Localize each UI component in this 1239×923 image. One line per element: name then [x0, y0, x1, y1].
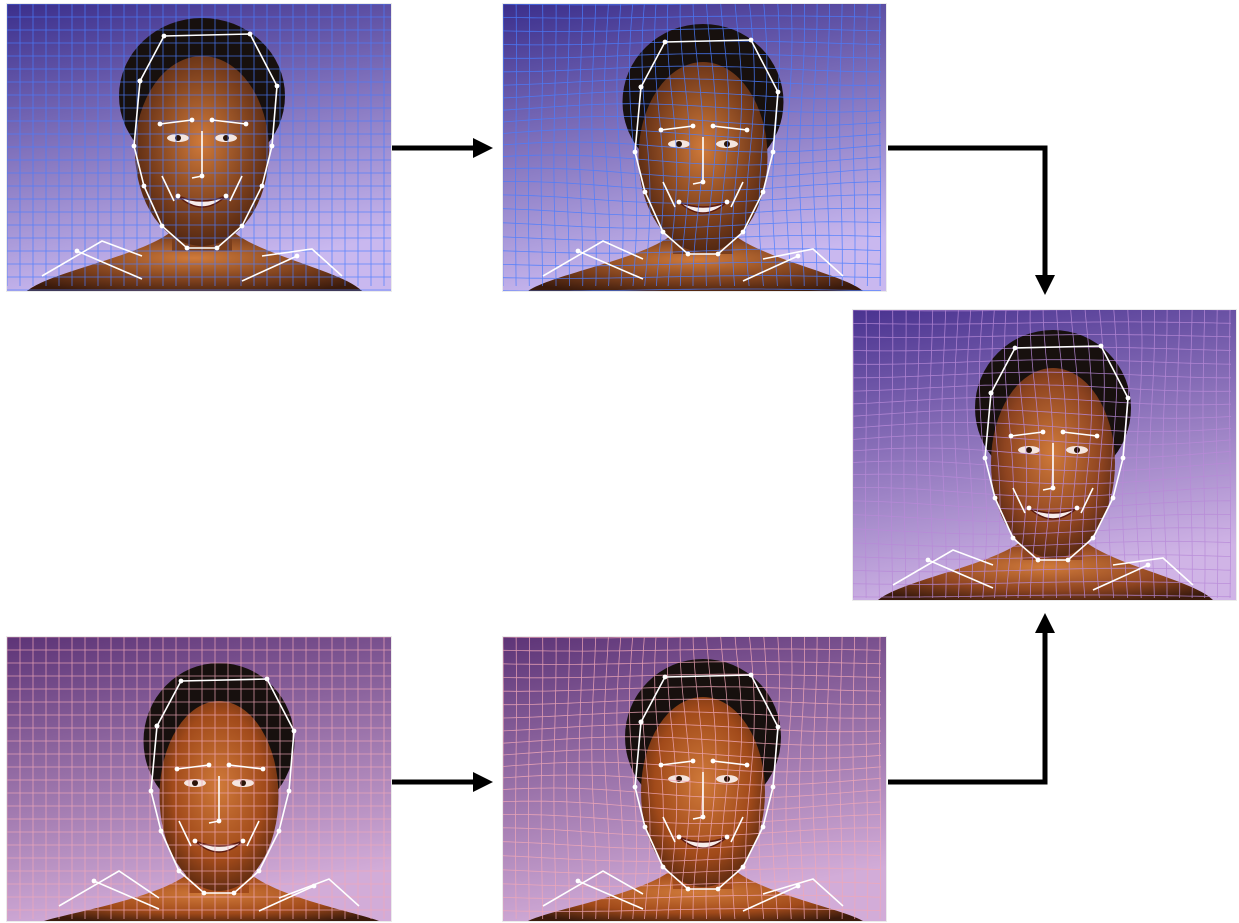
arrow-source-warped-to-result — [888, 145, 1055, 295]
landmark-points — [925, 343, 1151, 568]
landmark-points — [575, 672, 801, 892]
warp-grid — [7, 637, 391, 919]
source-face-warped-panel — [503, 4, 886, 291]
target-face-warped-panel — [503, 637, 886, 921]
warp-grid — [503, 4, 882, 291]
warp-grid — [503, 637, 882, 920]
landmark-points — [91, 676, 317, 896]
target-face-original-panel — [7, 637, 391, 921]
shoulders — [878, 540, 1213, 600]
morph-result-panel — [853, 310, 1236, 600]
warp-grid — [853, 310, 1232, 599]
landmark-points — [74, 31, 300, 259]
warp-grid — [7, 4, 391, 291]
shoulders — [528, 869, 863, 921]
landmark-points — [575, 37, 801, 259]
shoulders — [528, 234, 863, 291]
source-face-original-panel — [7, 4, 391, 291]
arrow-target-warped-to-result — [888, 613, 1055, 785]
